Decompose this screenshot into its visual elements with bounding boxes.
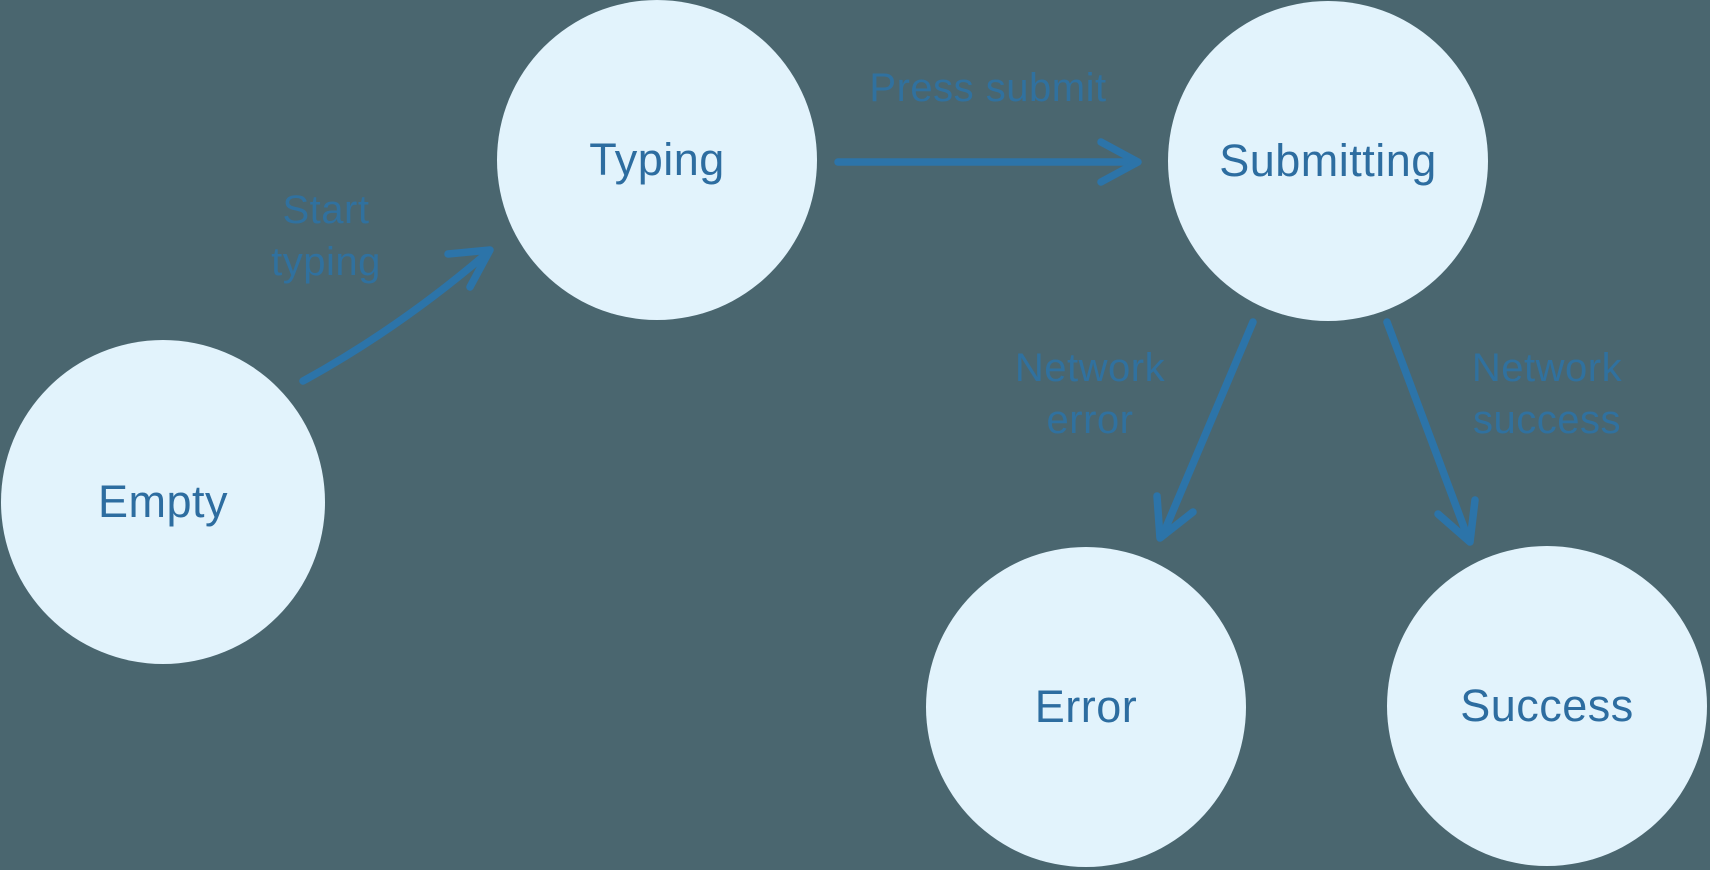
node-submitting: Submitting — [1168, 1, 1488, 321]
node-error: Error — [926, 547, 1246, 867]
arrow-typing-to-submitting — [834, 138, 1142, 186]
arrow-empty-to-typing — [299, 246, 494, 385]
node-success: Success — [1387, 546, 1707, 866]
node-empty: Empty — [1, 340, 325, 664]
node-success-label: Success — [1460, 680, 1634, 731]
edge-label-start-typing: Start typing — [271, 188, 381, 284]
arrow-submitting-to-success — [1383, 318, 1479, 546]
edge-label-network-error: Network error — [1014, 346, 1166, 442]
edge-label-press-submit: Press submit — [869, 66, 1107, 110]
arrow-submitting-to-error — [1153, 318, 1257, 542]
node-error-label: Error — [1034, 681, 1138, 732]
node-submitting-label: Submitting — [1219, 135, 1437, 186]
node-empty-label: Empty — [97, 476, 229, 527]
edge-label-network-success: Network success — [1471, 346, 1623, 442]
node-typing: Typing — [497, 0, 817, 320]
node-typing-label: Typing — [589, 134, 725, 185]
